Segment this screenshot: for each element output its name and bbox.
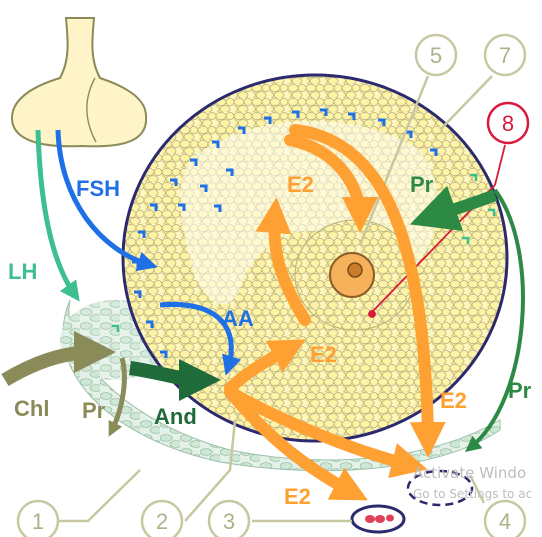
callouts bbox=[58, 75, 493, 523]
oocyte-nucleus bbox=[347, 262, 363, 278]
pituitary-gland bbox=[10, 17, 148, 148]
aa-arrow bbox=[159, 301, 242, 376]
e2-bottom-label: E2 bbox=[284, 484, 311, 509]
pr-top-right-label: Pr bbox=[410, 172, 434, 197]
chl-label: Chl bbox=[14, 396, 49, 421]
pr-left-label: Pr bbox=[82, 398, 106, 423]
callout-8-number: 8 bbox=[502, 111, 514, 136]
e2-top-label: E2 bbox=[287, 172, 314, 197]
watermark-line-1: Activate Windo bbox=[413, 464, 526, 482]
callout-4-circle bbox=[483, 499, 527, 537]
watermark-line-2: Go to Settings to ac bbox=[413, 487, 532, 501]
blood-vessel bbox=[350, 504, 406, 534]
fsh-label: FSH bbox=[76, 176, 120, 201]
vessel-dashed bbox=[406, 469, 474, 507]
pr-receptor-marks bbox=[462, 173, 496, 244]
callout-2-circle bbox=[140, 499, 184, 537]
pr-right-arrow bbox=[465, 188, 525, 453]
pr-top-right-arrow bbox=[409, 185, 498, 232]
chl-arrow bbox=[1, 331, 116, 387]
callout-7-circle bbox=[483, 33, 527, 77]
callout-3-number: 3 bbox=[223, 509, 235, 534]
callout-8-circle bbox=[486, 101, 530, 145]
callout-1-circle bbox=[16, 499, 60, 537]
lh-label: LH bbox=[8, 259, 37, 284]
and-arrow bbox=[129, 358, 221, 401]
pr-right-label: Pr bbox=[508, 378, 532, 403]
e2-arrows bbox=[224, 124, 446, 501]
e2-right-label: E2 bbox=[440, 388, 467, 413]
follicle bbox=[121, 73, 509, 443]
callout-4-number: 4 bbox=[499, 509, 511, 534]
pr-left-arrow bbox=[108, 357, 127, 437]
callout-5-number: 5 bbox=[430, 43, 442, 68]
aa-label: AA bbox=[222, 306, 254, 331]
callout-2-number: 2 bbox=[156, 509, 168, 534]
lh-receptor-marks bbox=[112, 324, 120, 332]
callout-3-circle bbox=[207, 499, 251, 537]
callout-1-number: 1 bbox=[32, 509, 44, 534]
callout-7-number: 7 bbox=[499, 43, 511, 68]
fsh-receptor-marks bbox=[132, 108, 438, 358]
e2-center-label: E2 bbox=[310, 342, 337, 367]
and-label: And bbox=[154, 404, 197, 429]
theca-layer bbox=[62, 299, 501, 472]
fsh-arrow bbox=[55, 129, 158, 272]
callout-5-circle bbox=[414, 33, 458, 77]
lh-arrow bbox=[35, 129, 80, 302]
